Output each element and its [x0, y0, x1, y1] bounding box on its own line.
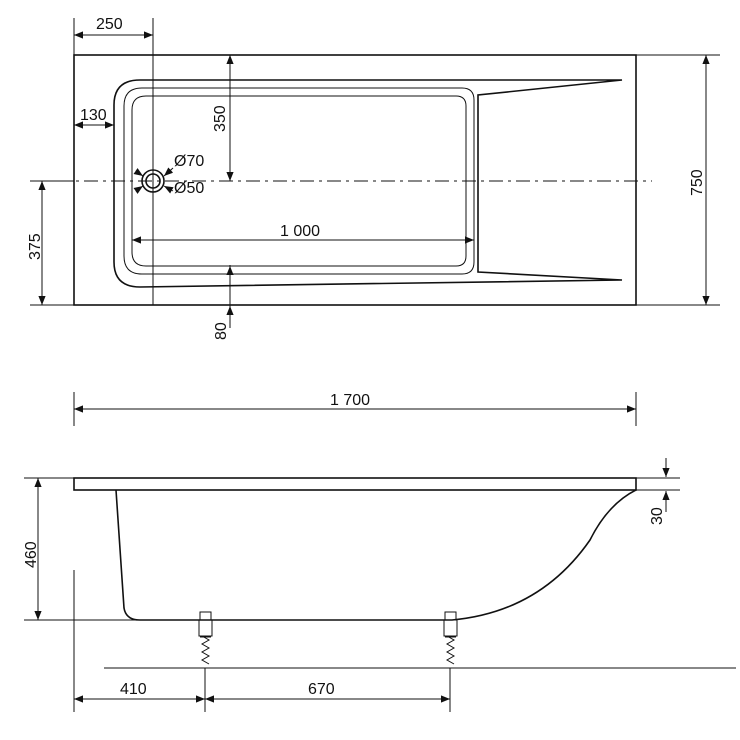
top-view: Ø70 Ø50 250 130 350 1 000 375 80 750: [27, 16, 720, 340]
dim-1000-label: 1 000: [280, 223, 320, 240]
drain-icon: [141, 169, 165, 193]
dim-1700-label: 1 700: [330, 392, 370, 409]
dim-250-label: 250: [96, 16, 123, 33]
basin-inner-contour: [123, 87, 475, 275]
dim-350-label: 350: [212, 105, 229, 132]
dim-460-label: 460: [23, 541, 40, 568]
leg-right-icon: [443, 611, 458, 665]
dim-375-label: 375: [27, 233, 44, 260]
dim-diam50-label: Ø50: [174, 180, 204, 197]
overall-length-dimension: 1 700: [73, 392, 637, 426]
dim-diam-leader-left-top: [133, 168, 144, 177]
dim-130-label: 130: [80, 107, 107, 124]
dim-diam-leader-left-bottom: [133, 185, 144, 194]
dim-30-label: 30: [649, 507, 666, 525]
tub-outline-top: [73, 54, 637, 306]
dim-750-label: 750: [689, 169, 706, 196]
basin-floor-contour: [131, 95, 467, 267]
tub-body-side: [115, 489, 637, 621]
side-view: 460 30 410 670: [23, 458, 736, 712]
leg-left-icon: [198, 611, 213, 665]
dim-diam-leader-right-top: [163, 167, 174, 177]
dim-diam-leader-right-bottom: [163, 185, 174, 194]
dim-410-label: 410: [120, 681, 147, 698]
basin-outer-contour: [113, 79, 623, 288]
dim-80-label: 80: [213, 322, 230, 340]
dim-670-label: 670: [308, 681, 335, 698]
dim-diam70-label: Ø70: [174, 153, 204, 170]
tub-rim-side: [73, 477, 637, 491]
